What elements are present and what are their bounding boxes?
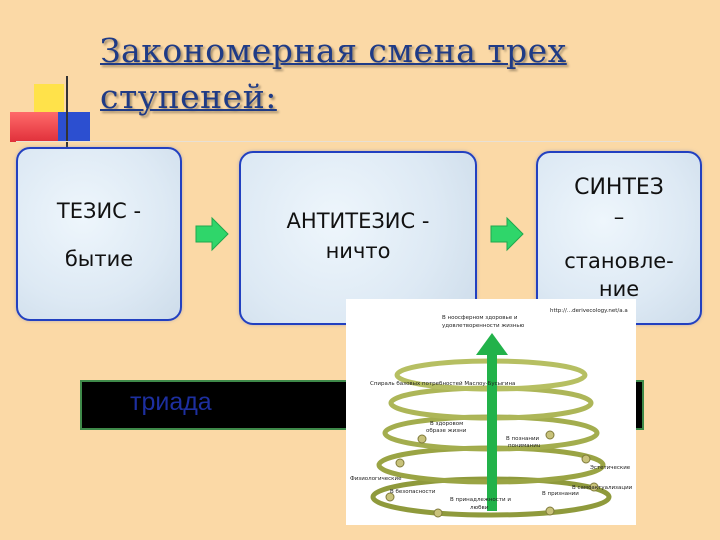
- arrow-right-icon: [490, 216, 524, 252]
- antithesis-meaning: ничто: [325, 239, 391, 263]
- bottom-label-2b: любви: [470, 505, 489, 511]
- thesis-box: ТЕЗИС - бытие: [16, 147, 182, 321]
- synthesis-meaning-part2: ние: [598, 277, 640, 301]
- figure-url: http://...derivecology.net/a.a: [550, 308, 628, 314]
- spiral-node: [589, 482, 599, 492]
- spiral-axis-arrow-head: [476, 333, 508, 355]
- right-label-1: Эстетические: [590, 465, 631, 471]
- right-mid-label-line1: В познании: [506, 436, 540, 442]
- spiral-node: [417, 434, 427, 444]
- decor-vertical-line: [66, 76, 68, 148]
- bottom-label-1: В безопасности: [390, 489, 436, 495]
- spiral-node: [545, 430, 555, 440]
- antithesis-term: АНТИТЕЗИС -: [286, 209, 430, 233]
- spiral-axis-arrow-shaft: [487, 351, 497, 511]
- spiral-node: [395, 458, 405, 468]
- spiral-node: [385, 492, 395, 502]
- right-label-2: В самоактуализации: [572, 485, 633, 491]
- maslow-spiral-figure: http://...derivecology.net/a.a В ноосфер…: [346, 299, 636, 525]
- thesis-term: ТЕЗИС -: [56, 199, 142, 223]
- spiral-diagram: http://...derivecology.net/a.a В ноосфер…: [350, 308, 633, 518]
- decor-red-square: [10, 112, 66, 142]
- arrow-right-icon: [195, 216, 229, 252]
- decor-blue-square: [58, 112, 90, 142]
- spiral-label: Спираль базовых потребностей Маслоу-Бусы…: [370, 380, 515, 387]
- antithesis-box: АНТИТЕЗИС - ничто: [239, 151, 477, 325]
- bottom-label-2: В принадлежности и: [450, 497, 511, 503]
- synthesis-term: СИНТЕЗ: [574, 175, 664, 200]
- triad-label: триада: [130, 388, 212, 416]
- thesis-meaning: бытие: [64, 247, 134, 271]
- top-label-line1: В ноосферном здоровье и: [442, 315, 518, 321]
- left-low-label: Физиологические: [350, 476, 402, 482]
- left-mid-label-line2: образе жизни: [426, 428, 467, 434]
- synthesis-meaning-part1: становле-: [564, 249, 674, 273]
- right-mid-label-line2: пониманиu: [508, 443, 540, 449]
- top-label-line2: удовлетворенности жизнью: [442, 323, 525, 329]
- synthesis-box: СИНТЕЗ – становле- ние: [536, 151, 702, 325]
- slide-title: Закономерная смена трех ступеней:: [100, 31, 567, 116]
- spiral-node: [545, 506, 555, 516]
- spiral-node: [433, 508, 443, 518]
- spiral-node: [581, 454, 591, 464]
- left-mid-label-line1: В здоровом: [430, 421, 463, 427]
- decor-horizontal-line: [16, 141, 680, 142]
- bottom-label-3: В признании: [542, 491, 579, 497]
- synthesis-dash: –: [613, 205, 625, 229]
